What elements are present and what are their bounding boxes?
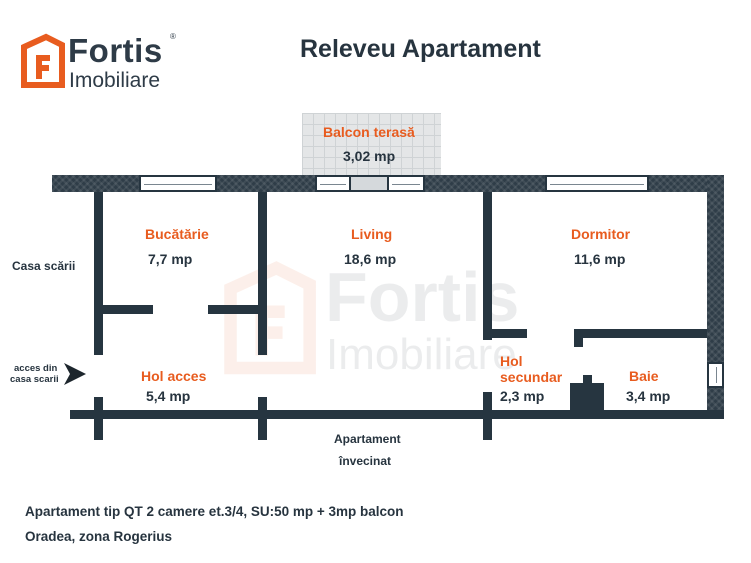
label-acces-line2: casa scarii: [10, 374, 59, 385]
window: [387, 175, 425, 192]
room-area-hol-secundar: 2,3 mp: [500, 388, 545, 404]
wall-bedroom-stub-right: [574, 329, 707, 338]
page-title: Releveu Apartament: [300, 35, 541, 63]
wall-left: [94, 192, 103, 355]
wall-kitchen-living-lower: [258, 397, 267, 440]
room-name-hol-acces: Hol acces: [141, 368, 207, 384]
room-area-bucatarie: 7,7 mp: [148, 251, 193, 267]
entrance-arrow-icon: [64, 363, 86, 385]
label-vecin-line2: învecinat: [339, 454, 392, 468]
window: [707, 362, 724, 388]
room-area-baie: 3,4 mp: [626, 388, 671, 404]
room-name-balcon: Balcon terasă: [323, 124, 415, 140]
label-casa-scarii: Casa scării: [12, 259, 76, 273]
room-name-dormitor: Dormitor: [571, 226, 631, 242]
room-area-balcon: 3,02 mp: [343, 148, 396, 164]
label-acces-line1: acces din: [14, 363, 58, 374]
window: [315, 175, 351, 192]
wall-bath-post: [574, 329, 583, 347]
wall-kitchen-living: [258, 192, 267, 355]
brand-sub: Imobiliare: [69, 69, 161, 92]
brand-name: Fortis: [68, 32, 163, 69]
registered-mark: ®: [170, 32, 176, 41]
wall-bottom: [70, 410, 724, 419]
wall-living-bedroom: [483, 192, 492, 340]
wall-kitchen-stub-right: [208, 305, 258, 314]
room-name-bucatarie: Bucătărie: [145, 226, 209, 242]
room-name-baie: Baie: [629, 368, 659, 384]
fortis-logo-icon: [21, 33, 65, 88]
window: [139, 175, 217, 192]
window: [545, 175, 649, 192]
footer-description: Apartament tip QT 2 camere et.3/4, SU:50…: [25, 504, 404, 519]
room-name-hol-secundar: Hol secundar: [500, 353, 563, 385]
balcony-door: [351, 175, 387, 192]
footer-location: Oradea, zona Rogerius: [25, 529, 173, 544]
room-name-living: Living: [351, 226, 393, 242]
balcony-area: [302, 113, 441, 175]
exterior-wall-right: [707, 175, 724, 419]
wall-kitchen-stub-left: [103, 305, 153, 314]
wall-living-bedroom-lower: [483, 392, 492, 440]
wall-bath-block: [570, 383, 604, 410]
label-vecin-line1: Apartament: [334, 432, 401, 446]
wall-bedroom-stub-left: [483, 329, 527, 338]
brand-logo: [18, 33, 66, 89]
room-area-hol-acces: 5,4 mp: [146, 388, 191, 404]
room-area-dormitor: 11,6 mp: [574, 251, 626, 267]
wall-bath-block-top: [583, 375, 592, 385]
room-area-living: 18,6 mp: [344, 251, 397, 267]
watermark-logo-icon: [218, 258, 318, 383]
